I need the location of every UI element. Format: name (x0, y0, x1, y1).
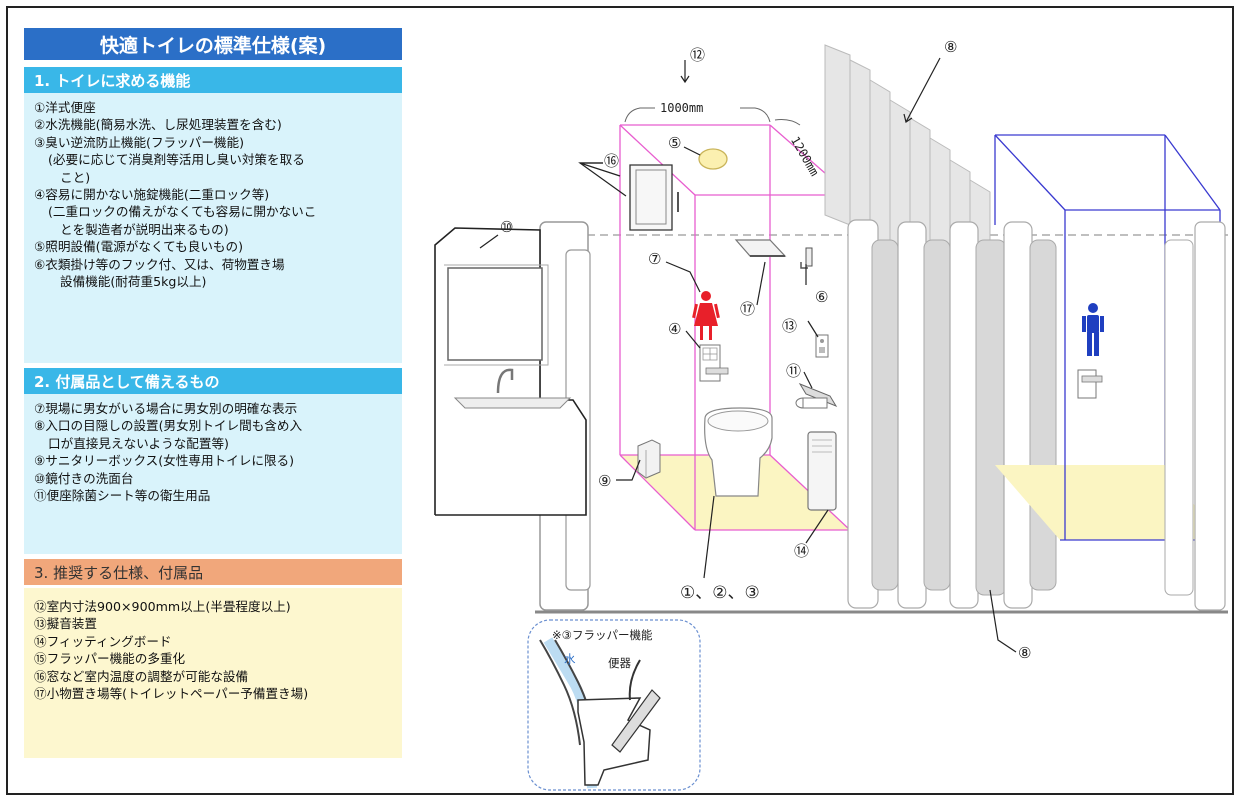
label-5: ⑤ (668, 134, 682, 152)
leader-lines (479, 57, 1017, 653)
label-9: ⑨ (598, 472, 612, 490)
female-sign-icon (692, 291, 720, 340)
label-6: ⑥ (815, 288, 829, 306)
section2-item: ⑪便座除菌シート等の衛生用品 (34, 488, 211, 504)
toilet-paper-holder (795, 382, 838, 409)
label-11: ⑪ (786, 362, 802, 380)
label-8-top: ⑧ (944, 38, 958, 56)
label-10: ⑩ (500, 218, 514, 236)
section3-item: ⑰小物置き場等(トイレットペーパー予備置き場) (34, 686, 309, 702)
washbasin-with-mirror (434, 227, 587, 516)
page-title: 快適トイレの標準仕様(案) (24, 28, 402, 60)
privacy-screen-bottom (847, 219, 1057, 609)
wall-panel (1164, 239, 1194, 596)
male-toilet-booth (994, 134, 1221, 541)
fitting-board (807, 431, 837, 511)
inset-title: ※③フラッパー機能 (552, 628, 653, 642)
label-17: ⑰ (740, 300, 756, 318)
light-fixture (698, 148, 728, 170)
label-4: ④ (668, 320, 682, 338)
western-toilet (704, 407, 773, 497)
label-16: ⑯ (604, 152, 620, 170)
section3-item: ⑫室内寸法900×900mm以上(半畳程度以上) (34, 599, 291, 614)
section1-item: ①洋式便座 (34, 100, 96, 115)
section2-item: 口が直接見えないような配置等) (48, 435, 229, 451)
inset-toilet-label: 便器 (608, 656, 631, 670)
section1-item: ④容易に開かない施錠機能(二重ロック等) (34, 187, 270, 203)
section2-list: ⑦現場に男女がいる場合に男女別の明確な表示 ⑧入口の目隠しの設置(男女別トイレ間… (24, 394, 402, 554)
width-dimension: 1000mm (660, 101, 704, 115)
depth-dimension-line (774, 119, 801, 126)
label-8-bottom: ⑧ (1018, 644, 1032, 662)
section1-item: こと) (60, 169, 91, 185)
male-sign-icon (1082, 303, 1104, 356)
section1-item: (必要に応じて消臭剤等活用し臭い対策を取る (48, 152, 305, 168)
shelf (734, 239, 787, 257)
sanitary-box (637, 439, 661, 479)
window (629, 164, 679, 231)
door-lock-panel (699, 344, 729, 382)
section3-heading: 3. 推奨する仕様、付属品 (24, 559, 402, 585)
section3-item: ⑬擬音装置 (34, 616, 97, 632)
section2-item: ⑦現場に男女がいる場合に男女別の明確な表示 (34, 401, 298, 416)
section1-item: (二重ロックの備えがなくても容易に開かないこ (48, 204, 317, 220)
label-7: ⑦ (648, 250, 662, 268)
label-13: ⑬ (782, 317, 798, 335)
section2-item: ⑧入口の目隠しの設置(男女別トイレ間も含め入 (34, 418, 303, 434)
section1-heading: 1. トイレに求める機能 (24, 67, 402, 93)
section2-heading: 2. 付属品として備えるもの (24, 368, 402, 394)
label-12: ⑫ (690, 46, 706, 64)
section2-item: ⑩鏡付きの洗面台 (34, 470, 134, 486)
section3-list: ⑫室内寸法900×900mm以上(半畳程度以上) ⑬擬音装置 ⑭フィッティングボ… (24, 588, 402, 758)
wall-panel (1194, 221, 1226, 611)
label-1-2-3: ①、②、③ (680, 583, 760, 603)
section1-item: ③臭い逆流防止機能(フラッパー機能) (34, 134, 245, 150)
width-dimension-line (740, 107, 771, 123)
section3-item: ⑮フラッパー機能の多重化 (34, 651, 186, 667)
section2-item: ⑨サニタリーボックス(女性専用トイレに限る) (34, 453, 295, 469)
section1-item: 設備機能(耐荷重5kg以上) (60, 274, 207, 290)
sound-masking-device (815, 334, 829, 358)
section1-item: ②水洗機能(簡易水洗、し尿処理装置を含む) (34, 117, 282, 133)
section1-item: とを製造者が説明出来るもの) (60, 221, 229, 237)
label-14: ⑭ (794, 542, 810, 560)
male-door-lock-panel (1077, 369, 1103, 399)
section1-item: ⑥衣類掛け等のフック付、又は、荷物置き場 (34, 256, 285, 272)
section3-item: ⑭フィッティングボード (34, 633, 172, 649)
section1-item: ⑤照明設備(電源がなくても良いもの) (34, 239, 244, 255)
width-dimension-line (624, 107, 655, 123)
section1-list: ①洋式便座 ②水洗機能(簡易水洗、し尿処理装置を含む) ③臭い逆流防止機能(フラ… (24, 93, 402, 363)
section3-item: ⑯窓など室内温度の調整が可能な設備 (34, 668, 249, 684)
inset-water-label: 水 (564, 652, 576, 666)
